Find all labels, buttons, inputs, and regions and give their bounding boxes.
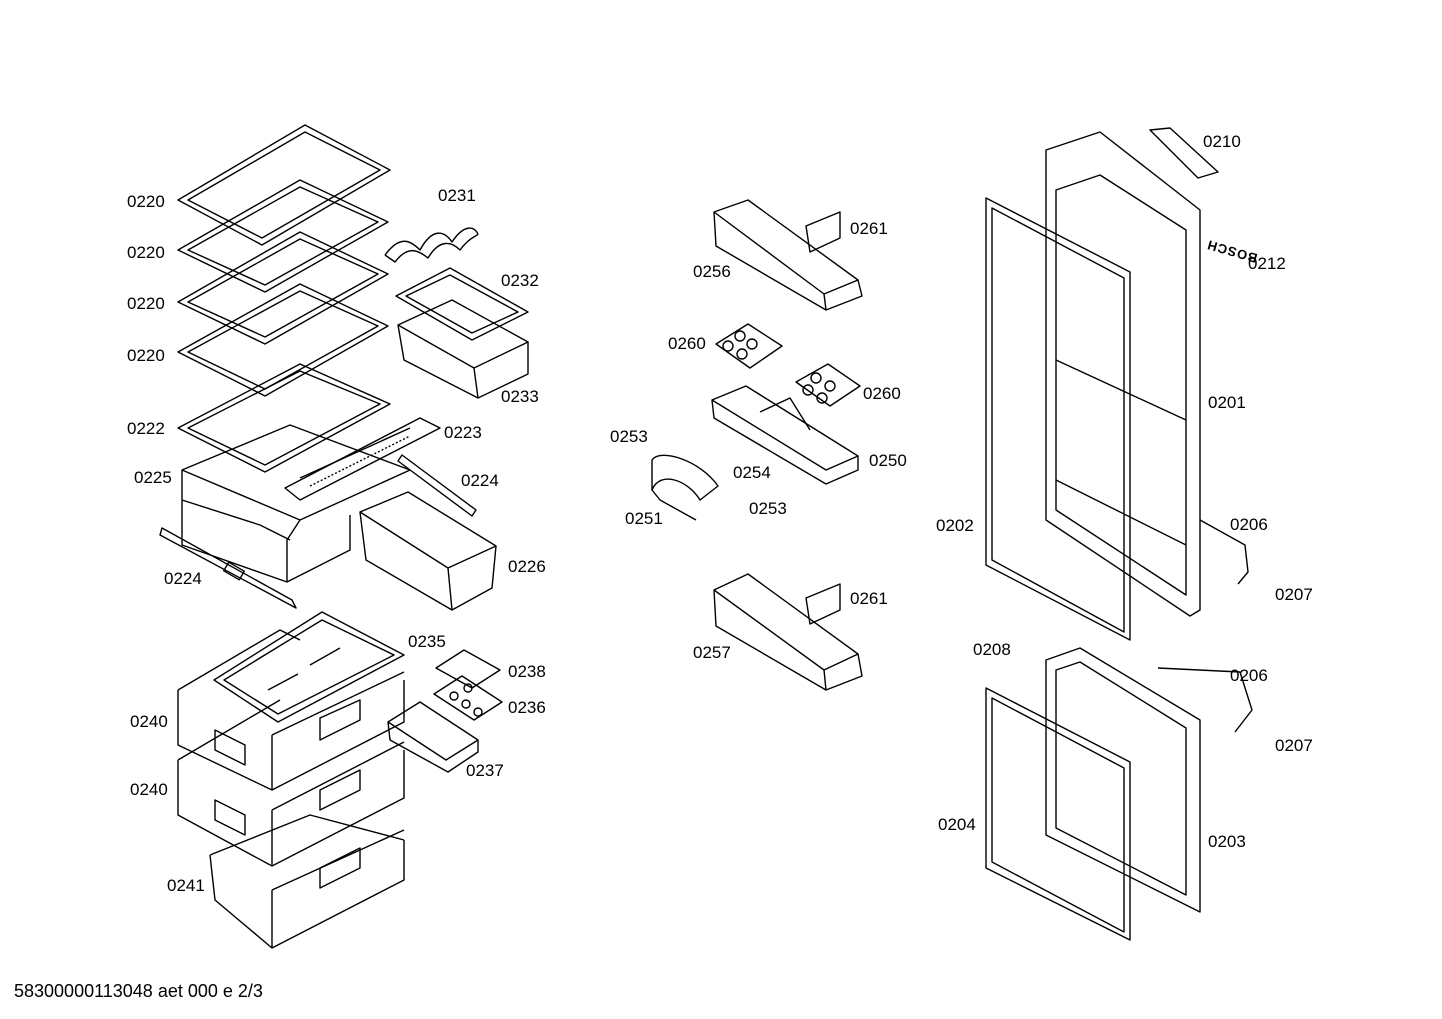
- door-seal-0204: [985, 687, 1131, 941]
- butter-compartment-0250: [711, 385, 859, 485]
- part-label: 0224: [461, 471, 499, 490]
- part-label: 0203: [1208, 832, 1246, 851]
- part-label: 0240: [130, 712, 168, 731]
- rail-0224-right: [397, 454, 477, 517]
- part-label: 0238: [508, 662, 546, 681]
- part-label: 0201: [1208, 393, 1246, 412]
- part-label: 0254: [733, 463, 771, 482]
- part-label: 0222: [127, 419, 165, 438]
- part-label: 0231: [438, 186, 476, 205]
- freezer-door-0203: [1045, 647, 1201, 913]
- part-label: 0220: [127, 294, 165, 313]
- part-label: 0223: [444, 423, 482, 442]
- tray-0233: [397, 299, 529, 399]
- part-label: 0236: [508, 698, 546, 717]
- part-label: 0226: [508, 557, 546, 576]
- hinge-0206-a: [1199, 519, 1249, 585]
- part-label: 0257: [693, 643, 731, 662]
- part-label: 0261: [850, 219, 888, 238]
- part-label: 0210: [1203, 132, 1241, 151]
- bin-0226: [359, 491, 497, 611]
- door-bin-0256: [713, 199, 863, 311]
- glass-shelf-2: [177, 179, 389, 293]
- lid-0238: [435, 649, 501, 689]
- part-label: 0256: [693, 262, 731, 281]
- part-label: 0240: [130, 780, 168, 799]
- crisper-cover-0223: [284, 417, 441, 501]
- part-label: 0206: [1230, 666, 1268, 685]
- document-footer-code: 58300000113048 aet 000 e 2/3: [14, 981, 263, 1001]
- freezer-cover-0235: [213, 611, 405, 723]
- part-label: 0225: [134, 468, 172, 487]
- part-label: 0233: [501, 387, 539, 406]
- rail-0224-left: [159, 527, 297, 609]
- glass-shelf-3: [177, 231, 389, 345]
- part-label: 0241: [167, 876, 205, 895]
- part-label: 0208: [973, 640, 1011, 659]
- part-label: 0207: [1275, 585, 1313, 604]
- part-label: 0202: [936, 516, 974, 535]
- glass-shelf-0222: [177, 363, 391, 473]
- part-label: 0253: [749, 499, 787, 518]
- part-label: 0206: [1230, 515, 1268, 534]
- egg-tray-0260-a: [715, 323, 783, 369]
- part-label: 0212: [1248, 254, 1286, 273]
- part-label: 0250: [869, 451, 907, 470]
- frame-0232: [395, 267, 529, 341]
- part-label: 0260: [863, 384, 901, 403]
- glass-shelf-4: [177, 283, 389, 397]
- bottle-stop-0261-b: [805, 583, 841, 625]
- freezer-drawer-0241: [209, 814, 405, 949]
- bottle-rack-0231: [384, 227, 479, 263]
- hinge-0206-b: [1157, 667, 1253, 733]
- part-label: 0235: [408, 632, 446, 651]
- part-label: 0237: [466, 761, 504, 780]
- part-label: 0220: [127, 192, 165, 211]
- freezer-drawer-0240-top: [177, 629, 405, 791]
- part-label: 0253: [610, 427, 648, 446]
- bottle-stop-0261-a: [805, 211, 841, 253]
- part-label: 0220: [127, 346, 165, 365]
- part-label: 0224: [164, 569, 202, 588]
- handle-0210: [1149, 127, 1219, 179]
- part-label: 0232: [501, 271, 539, 290]
- part-label: 0204: [938, 815, 976, 834]
- glass-shelf-1: [177, 124, 391, 246]
- part-label: 0261: [850, 589, 888, 608]
- part-label: 0220: [127, 243, 165, 262]
- part-label: 0207: [1275, 736, 1313, 755]
- door-seal-0202: [985, 197, 1131, 641]
- part-label: 0251: [625, 509, 663, 528]
- part-label: 0260: [668, 334, 706, 353]
- fridge-door-0201: [1045, 131, 1201, 617]
- flap-0251: [651, 454, 719, 521]
- egg-tray-0260-b: [795, 363, 861, 407]
- ice-tray-0236: [433, 675, 503, 721]
- ice-box-0237: [387, 701, 479, 773]
- freezer-drawer-0240-mid: [177, 699, 405, 867]
- door-bin-0257: [713, 573, 863, 691]
